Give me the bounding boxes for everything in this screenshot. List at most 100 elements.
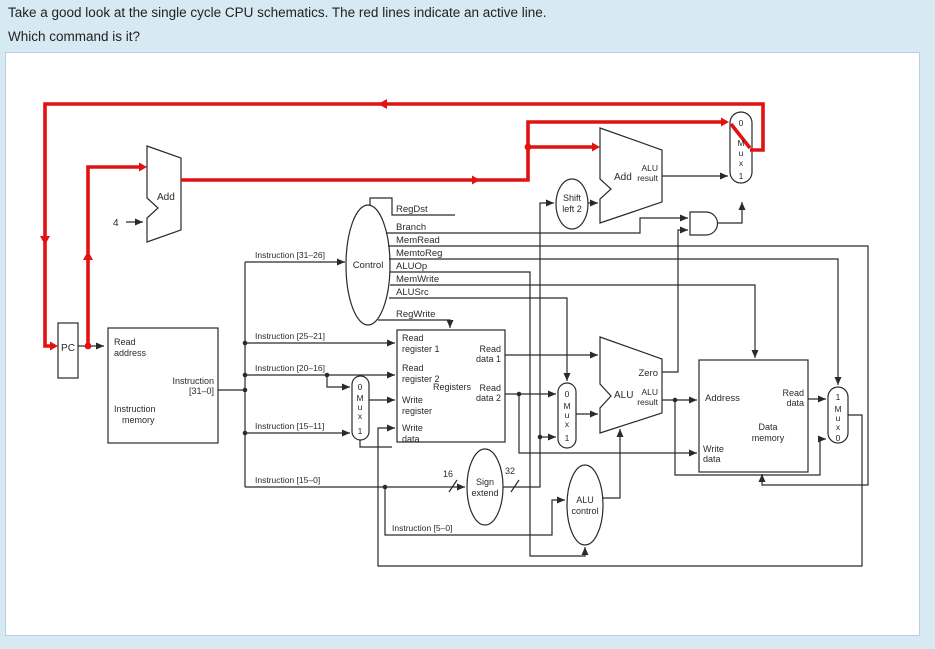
alu-zero-label: Zero	[638, 368, 658, 379]
data-memory-block	[698, 359, 809, 473]
question-text-line2: Which command is it?	[8, 29, 141, 44]
imem-out-2: [31–0]	[189, 386, 214, 396]
reg-wd-2: data	[402, 434, 420, 444]
regdst-mux-u: u	[358, 402, 363, 412]
alusrc-mux-m: M	[563, 401, 570, 411]
red-arrow-left	[378, 99, 387, 109]
signal-memwrite: MemWrite	[396, 274, 439, 285]
reg-rd1-1: Read	[479, 344, 501, 354]
alucontrol-label-2: control	[571, 506, 598, 516]
field-31-26: Instruction [31–26]	[255, 250, 325, 260]
wire-regdst-select	[359, 440, 392, 448]
dmem-name-1: Data	[758, 422, 777, 432]
alusrc-mux-1: 1	[565, 433, 570, 443]
control-label: Control	[353, 260, 384, 271]
wire-zero	[662, 226, 688, 373]
red-arrow-into-branch-add	[592, 142, 600, 152]
signal-memtoreg: MemtoReg	[396, 248, 442, 259]
reg-rr2-2: register 2	[402, 374, 440, 384]
red-arrow-into-pc	[50, 341, 58, 351]
pcsrc-mux-1: 1	[739, 171, 744, 181]
memtoreg-mux-m: M	[834, 404, 841, 414]
alu	[599, 336, 663, 434]
wire-regwrite	[378, 319, 454, 328]
signal-regwrite: RegWrite	[396, 309, 435, 320]
branch-adder-res-1: ALU	[641, 163, 658, 173]
blocks	[57, 111, 849, 546]
registers-block	[396, 329, 506, 443]
alucontrol-label-1: ALU	[576, 495, 594, 505]
field-25-21: Instruction [25–21]	[255, 331, 325, 341]
red-pc-out-path	[86, 165, 140, 346]
field-15-0: Instruction [15–0]	[255, 475, 320, 485]
alu-result-2: result	[637, 397, 658, 407]
buswidth-32: 32	[505, 466, 515, 476]
red-junction-pc4	[524, 143, 532, 151]
reg-rd2-1: Read	[479, 383, 501, 393]
reg-wr-2: register	[402, 406, 432, 416]
dmem-rd-2: data	[786, 398, 804, 408]
alu-label: ALU	[614, 390, 633, 401]
reg-rd1-2: data 1	[476, 354, 501, 364]
regdst-mux-m: M	[356, 393, 363, 403]
alusrc-mux-0: 0	[565, 389, 570, 399]
pcsrc-mux-m: M	[737, 138, 744, 148]
alu-control	[566, 464, 604, 546]
regdst-mux-1: 1	[358, 426, 363, 436]
imem-readaddr-1: Read	[114, 337, 136, 347]
dmem-name-2: memory	[752, 433, 785, 443]
control-unit	[345, 204, 391, 326]
red-arrow-into-mux	[721, 117, 729, 127]
reg-rr1-1: Read	[402, 333, 424, 343]
junction-dots	[242, 340, 678, 490]
signext-label-1: Sign	[476, 477, 494, 487]
imem-name-2: memory	[122, 415, 155, 425]
wire-aluresult-bypass	[674, 400, 826, 476]
imem-name-1: Instruction	[114, 404, 156, 414]
red-pc4-path	[181, 147, 530, 182]
alu-result-1: ALU	[641, 387, 658, 397]
wire-readdata2-to-mem	[518, 394, 697, 457]
signal-aluop: ALUOp	[396, 261, 427, 272]
red-arrow-right	[472, 175, 480, 185]
const4-label: 4	[113, 218, 119, 229]
pcsrc-mux-x: x	[739, 158, 744, 168]
reg-rr1-2: register 1	[402, 344, 440, 354]
regdst-mux-x: x	[358, 411, 363, 421]
wire-alucontrol-out	[602, 429, 624, 499]
and-gate	[689, 211, 719, 236]
dmem-wd-1: Write	[703, 444, 724, 454]
wire-branch-signal	[386, 214, 688, 234]
imem-readaddr-2: address	[114, 348, 147, 358]
buswidth-slash-16	[448, 479, 458, 493]
reg-rd2-2: data 2	[476, 393, 501, 403]
question-text-line1: Take a good look at the single cycle CPU…	[8, 5, 547, 20]
red-pc4-to-mux	[526, 120, 721, 147]
signal-alusrc: ALUSrc	[396, 287, 429, 298]
buswidth-slash-32	[510, 479, 520, 493]
signal-branch: Branch	[396, 222, 426, 233]
signal-memread: MemRead	[396, 235, 440, 246]
wire-aluop	[390, 271, 589, 557]
wire-funct	[384, 487, 565, 536]
pc-label: PC	[61, 343, 75, 354]
field-15-11: Instruction [15–11]	[255, 421, 324, 431]
instruction-memory-block	[107, 327, 219, 444]
field-5-0: Instruction [5–0]	[392, 523, 452, 533]
wire-signext-out	[503, 199, 554, 488]
red-arrow-into-add	[139, 162, 147, 172]
imem-out-1: Instruction	[172, 376, 214, 386]
pcsrc-mux-u: u	[739, 148, 744, 158]
shift-left-2	[555, 178, 589, 230]
wire-regdst	[369, 197, 455, 216]
pc-block	[57, 322, 79, 379]
shift-label-1: Shift	[563, 193, 582, 203]
memtoreg-mux-0: 0	[836, 433, 841, 443]
regdst-mux-0: 0	[358, 382, 363, 392]
red-junction-pc	[84, 342, 92, 350]
branch-adder	[599, 127, 663, 224]
wire-memwrite	[390, 284, 759, 358]
dmem-address: Address	[705, 393, 740, 404]
active-path	[40, 99, 765, 351]
branch-adder-res-2: result	[637, 173, 658, 183]
